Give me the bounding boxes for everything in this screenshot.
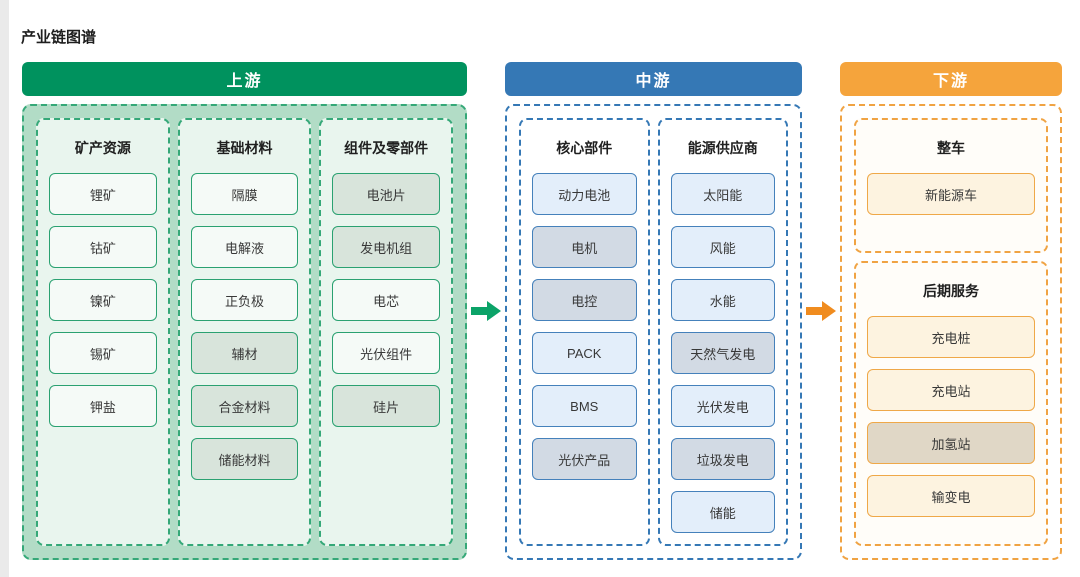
- page-edge-strip: [0, 0, 9, 577]
- chain-node[interactable]: 辅材: [190, 332, 299, 374]
- stage-upstream: 上游 矿产资源 锂矿 钴矿 镍矿 锡矿 钾盐 基础材料 隔膜: [22, 62, 467, 560]
- group-after-services: 后期服务 充电桩 充电站 加氢站 输变电: [854, 261, 1048, 546]
- chain-node[interactable]: 隔膜: [190, 173, 299, 215]
- group-title: 组件及零部件: [344, 140, 429, 156]
- chain-node[interactable]: 输变电: [867, 475, 1035, 517]
- chain-node[interactable]: 充电桩: [867, 316, 1035, 358]
- chain-node[interactable]: 太阳能: [670, 173, 775, 215]
- chain-node[interactable]: 钾盐: [49, 385, 157, 427]
- arrow-up-to-mid: [467, 62, 505, 560]
- group-title: 后期服务: [923, 283, 979, 299]
- chain-node[interactable]: 锡矿: [49, 332, 157, 374]
- stage-midstream: 中游 核心部件 动力电池 电机 电控 PACK BMS 光伏产品 能源供应商: [505, 62, 802, 560]
- chain-node[interactable]: 动力电池: [532, 173, 637, 215]
- stage-header-upstream: 上游: [22, 62, 467, 96]
- chain-node[interactable]: 合金材料: [190, 385, 299, 427]
- chain-node[interactable]: 电芯: [332, 279, 441, 321]
- group-items: 充电桩 充电站 加氢站 输变电: [867, 316, 1035, 517]
- group-mineral-resources: 矿产资源 锂矿 钴矿 镍矿 锡矿 钾盐: [36, 118, 170, 546]
- chain-node[interactable]: 电池片: [332, 173, 441, 215]
- group-items: 新能源车: [867, 173, 1035, 215]
- chain-node[interactable]: 充电站: [867, 369, 1035, 411]
- chain-node[interactable]: 水能: [670, 279, 775, 321]
- arrow-mid-to-down: [802, 62, 840, 560]
- chain-node[interactable]: 垃圾发电: [670, 438, 775, 480]
- chain-node[interactable]: 锂矿: [49, 173, 157, 215]
- page-title: 产业链图谱: [21, 29, 97, 46]
- chain-node[interactable]: 储能: [670, 491, 775, 533]
- chain-node[interactable]: 电解液: [190, 226, 299, 268]
- stage-body-downstream: 整车 新能源车 后期服务 充电桩 充电站 加氢站 输变电: [840, 104, 1062, 560]
- chain-node[interactable]: 光伏产品: [532, 438, 637, 480]
- chain-node[interactable]: 新能源车: [867, 173, 1035, 215]
- chain-node[interactable]: 加氢站: [867, 422, 1035, 464]
- chain-node[interactable]: 电机: [532, 226, 637, 268]
- stage-header-downstream: 下游: [840, 62, 1062, 96]
- group-components-parts: 组件及零部件 电池片 发电机组 电芯 光伏组件 硅片: [319, 118, 454, 546]
- stage-body-midstream: 核心部件 动力电池 电机 电控 PACK BMS 光伏产品 能源供应商 太阳能 …: [505, 104, 802, 560]
- group-items: 电池片 发电机组 电芯 光伏组件 硅片: [332, 173, 441, 427]
- chain-node[interactable]: 正负极: [190, 279, 299, 321]
- group-energy-suppliers: 能源供应商 太阳能 风能 水能 天然气发电 光伏发电 垃圾发电 储能: [657, 118, 788, 546]
- group-complete-vehicle: 整车 新能源车: [854, 118, 1048, 253]
- group-items: 隔膜 电解液 正负极 辅材 合金材料 储能材料: [190, 173, 299, 480]
- group-items: 动力电池 电机 电控 PACK BMS 光伏产品: [532, 173, 637, 480]
- flow-arrow-right-icon: [806, 301, 836, 321]
- chain-node[interactable]: 电控: [532, 279, 637, 321]
- chain-node[interactable]: BMS: [532, 385, 637, 427]
- stage-downstream: 下游 整车 新能源车 后期服务 充电桩 充电站 加氢站 输变电: [840, 62, 1062, 560]
- chain-node[interactable]: 天然气发电: [670, 332, 775, 374]
- group-basic-materials: 基础材料 隔膜 电解液 正负极 辅材 合金材料 储能材料: [177, 118, 312, 546]
- group-title: 能源供应商: [687, 140, 758, 156]
- chain-node[interactable]: PACK: [532, 332, 637, 374]
- chain-node[interactable]: 风能: [670, 226, 775, 268]
- chain-node[interactable]: 镍矿: [49, 279, 157, 321]
- group-title: 核心部件: [556, 140, 613, 156]
- group-items: 太阳能 风能 水能 天然气发电 光伏发电 垃圾发电 储能: [670, 173, 775, 533]
- stage-header-midstream: 中游: [505, 62, 802, 96]
- chain-node[interactable]: 发电机组: [332, 226, 441, 268]
- group-items: 锂矿 钴矿 镍矿 锡矿 钾盐: [49, 173, 157, 427]
- group-core-components: 核心部件 动力电池 电机 电控 PACK BMS 光伏产品: [519, 118, 650, 546]
- chain-node[interactable]: 钴矿: [49, 226, 157, 268]
- group-title: 矿产资源: [74, 140, 131, 156]
- chain-node[interactable]: 硅片: [332, 385, 441, 427]
- stage-body-upstream: 矿产资源 锂矿 钴矿 镍矿 锡矿 钾盐 基础材料 隔膜 电解液 正负极: [22, 104, 467, 560]
- chain-node[interactable]: 光伏组件: [332, 332, 441, 374]
- group-title: 基础材料: [216, 140, 273, 156]
- chain-row: 上游 矿产资源 锂矿 钴矿 镍矿 锡矿 钾盐 基础材料 隔膜: [22, 62, 1062, 560]
- chain-node[interactable]: 光伏发电: [670, 385, 775, 427]
- flow-arrow-right-icon: [471, 301, 501, 321]
- chain-node[interactable]: 储能材料: [190, 438, 299, 480]
- group-title: 整车: [937, 140, 965, 156]
